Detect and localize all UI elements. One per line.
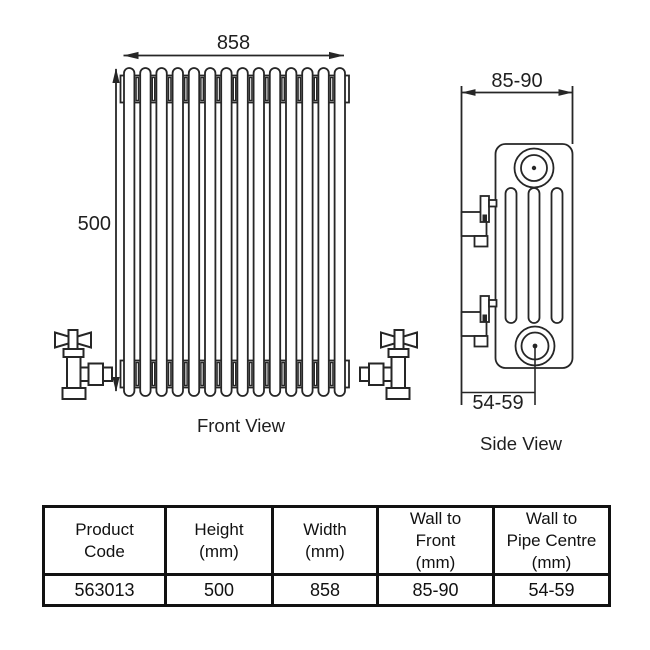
col-header-width: Width (mm) <box>271 504 379 577</box>
col-header-wall-to-front: Wall to Front (mm) <box>376 504 495 577</box>
side-depth-label: 85-90 <box>491 70 542 92</box>
arrowhead-up-icon <box>112 68 120 83</box>
spec-table-data-row: 563013 500 858 85-90 54-59 <box>42 573 611 608</box>
radiator-column <box>155 67 168 397</box>
radiator-valve-right <box>359 329 418 400</box>
cell-height: 500 <box>164 573 274 608</box>
cell-width: 858 <box>271 573 379 608</box>
radiator-column <box>317 67 330 397</box>
front-view-caption: Front View <box>197 415 286 436</box>
cell-wall-to-front: 85-90 <box>376 573 495 608</box>
side-view-caption: Side View <box>480 433 563 454</box>
radiator-column <box>220 67 233 397</box>
spec-table-header-row: Product Code Height (mm) Width (mm) Wall… <box>42 504 611 577</box>
front-radiator-body <box>119 67 350 397</box>
col-header-wall-to-pipe-centre: Wall to Pipe Centre (mm) <box>492 504 611 577</box>
radiator-column <box>252 67 265 397</box>
arrowhead-right-icon <box>558 89 573 96</box>
radiator-column <box>285 67 298 397</box>
radiator-column <box>268 67 282 397</box>
front-width-label: 858 <box>217 32 250 54</box>
col-header-height: Height (mm) <box>164 504 274 577</box>
arrowhead-down-icon <box>112 377 120 392</box>
radiator-column <box>171 67 184 397</box>
cell-product-code: 563013 <box>42 573 167 608</box>
wall-bracket-bottom <box>460 295 498 348</box>
cell-wall-to-pipe-centre: 54-59 <box>492 573 611 608</box>
col-header-product-code: Product Code <box>42 504 167 577</box>
radiator-column <box>204 67 217 397</box>
radiator-column <box>333 67 346 397</box>
spec-table: Product Code Height (mm) Width (mm) Wall… <box>42 504 611 608</box>
side-radiator-body <box>494 143 574 369</box>
radiator-column <box>123 67 136 397</box>
front-height-dimension: 500 <box>78 68 120 392</box>
radiator-valve-left <box>54 329 113 400</box>
column-slots <box>504 187 564 324</box>
front-width-dimension: 858 <box>123 32 344 60</box>
pipe-centre-dimension: 54-59 <box>461 348 536 414</box>
arrowhead-right-icon <box>329 51 344 60</box>
top-bung <box>513 147 555 189</box>
side-depth-dimension: 85-90 <box>461 70 573 96</box>
radiator-columns <box>123 67 346 397</box>
arrowhead-left-icon <box>461 89 476 96</box>
radiator-column <box>301 67 314 397</box>
radiator-column <box>236 67 249 397</box>
wall-bracket-top <box>460 195 498 248</box>
radiator-column <box>139 67 152 397</box>
radiator-column <box>187 67 201 397</box>
arrowhead-left-icon <box>123 51 139 60</box>
side-view-diagram: 85-90 <box>460 70 574 454</box>
front-view-diagram: 858 500 <box>54 32 418 436</box>
radiator-diagram: 858 500 <box>54 32 574 454</box>
pipe-centre-label: 54-59 <box>472 392 523 414</box>
bottom-bung <box>514 325 556 367</box>
front-height-label: 500 <box>78 213 111 235</box>
